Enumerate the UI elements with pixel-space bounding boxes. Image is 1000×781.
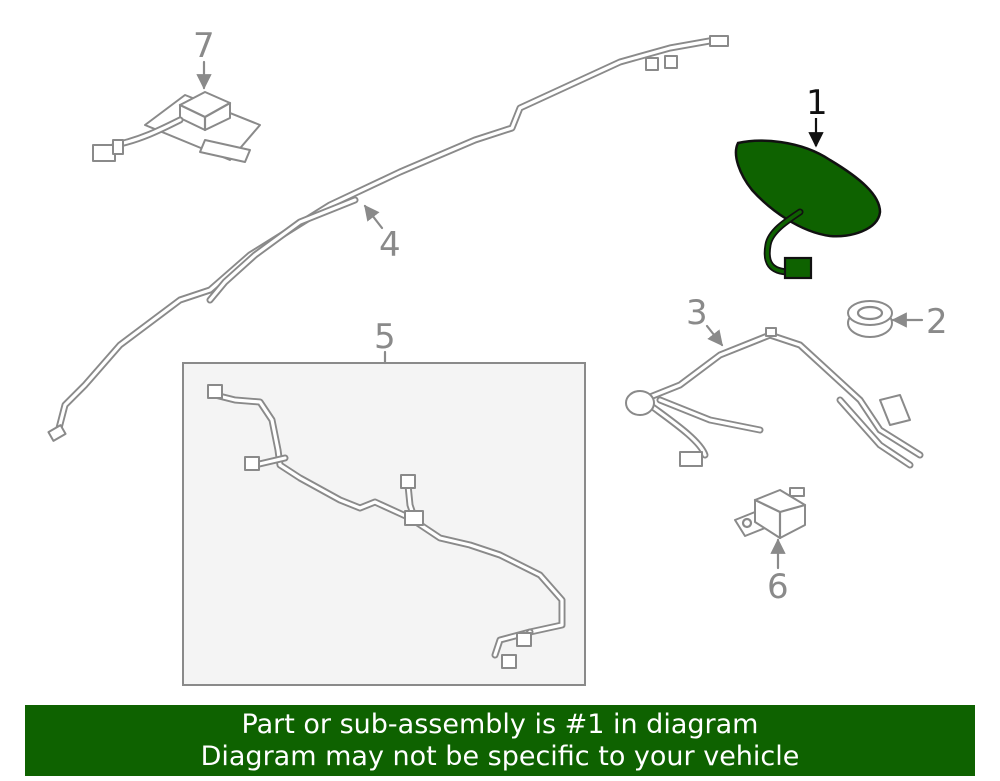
part-7-antenna-amplifier (92, 91, 261, 163)
part-2-grommet (847, 300, 893, 338)
banner-line-2: Diagram may not be specific to your vehi… (200, 740, 800, 772)
part-3-antenna-cable (625, 327, 924, 469)
banner-line-1: Part or sub-assembly is #1 in diagram (241, 708, 759, 740)
part-5-inset (182, 362, 586, 686)
callout-6: 6 (767, 567, 789, 607)
callout-1: 1 (806, 83, 828, 123)
callout-2: 2 (926, 302, 948, 342)
info-banner: Part or sub-assembly is #1 in diagram Di… (25, 705, 975, 776)
leader-lines (196, 60, 924, 570)
part-6-module (734, 487, 807, 540)
part-1-shark-fin-antenna (734, 139, 882, 280)
parts-diagram: 7 1 2 3 4 5 6 (47, 26, 948, 686)
callout-4: 4 (379, 225, 401, 265)
callout-7: 7 (193, 26, 215, 66)
part-4-roof-harness (47, 35, 729, 442)
callout-5: 5 (374, 317, 396, 357)
callout-3: 3 (686, 293, 708, 333)
